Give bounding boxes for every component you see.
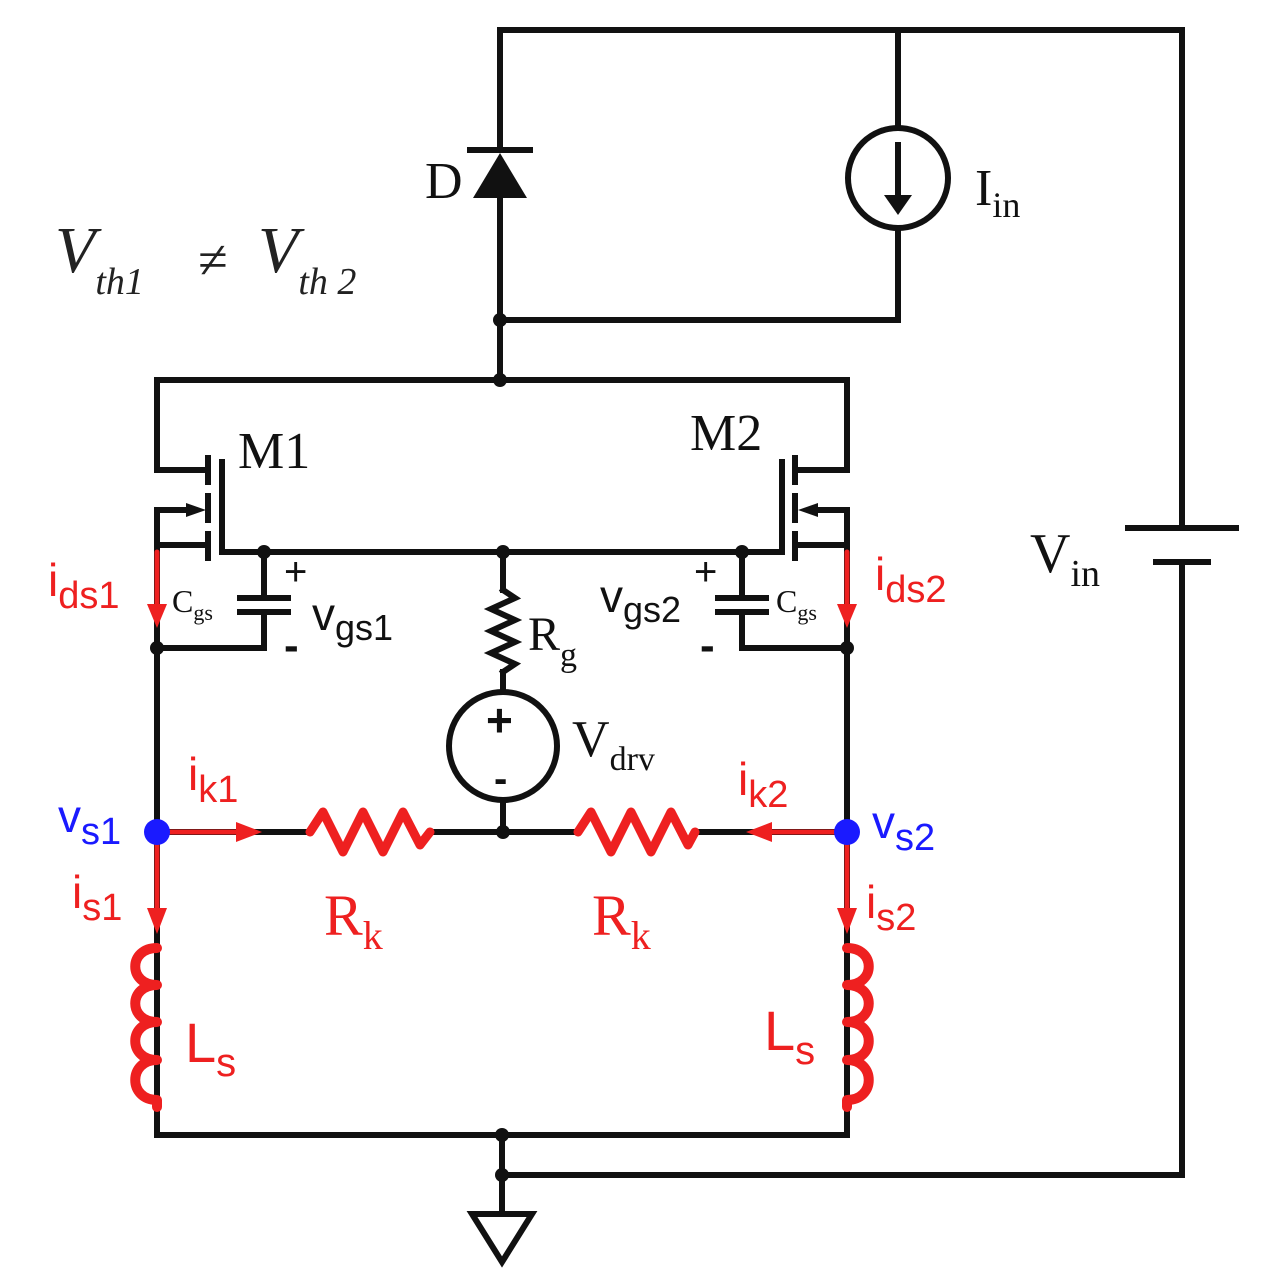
not-equal-sign: ≠	[198, 230, 228, 290]
is1-label: is1	[72, 866, 122, 929]
junction-dot	[150, 641, 164, 655]
vin-label: Vin	[1030, 523, 1100, 595]
vth2-label: Vth 2	[258, 214, 356, 303]
ls2-label: Ls	[764, 999, 815, 1073]
ik1-label: ik1	[188, 748, 238, 811]
junction-dot	[496, 825, 510, 839]
vdrv-label: Vdrv	[572, 711, 655, 778]
rk1-label: Rk	[324, 883, 383, 958]
vs1-node	[144, 819, 170, 845]
mosfet-m2	[779, 455, 850, 561]
junction-dot	[493, 373, 507, 387]
m2-label: M2	[690, 405, 762, 462]
ik1-arrow	[162, 822, 262, 842]
rg-resistor	[483, 585, 523, 677]
diode-symbol	[467, 147, 533, 198]
ids1-label: ids1	[48, 554, 120, 617]
vdrv-minus: -	[494, 757, 507, 801]
ids1-arrow	[147, 549, 167, 628]
m1-label: M1	[238, 423, 310, 480]
cgs2-label: Cgs	[776, 583, 817, 625]
ik2-arrow	[746, 822, 843, 842]
cgs2-capacitor	[715, 595, 769, 615]
cgs1-capacitor	[237, 595, 291, 615]
vdrv-plus: +	[486, 694, 513, 746]
vgs2-plus: +	[694, 550, 717, 594]
rk1-resistor	[305, 807, 435, 857]
ls2-inductor	[842, 943, 874, 1112]
rk2-resistor	[573, 807, 700, 857]
vs1-label: vs1	[58, 790, 121, 853]
junction-dot	[840, 641, 854, 655]
junction-dot	[495, 1128, 509, 1142]
rg-label: Rg	[528, 608, 577, 674]
ik2-label: ik2	[738, 753, 788, 816]
junction-dot	[493, 313, 507, 327]
ids2-label: ids2	[875, 548, 947, 611]
is2-arrow	[837, 837, 857, 934]
vgs1-label: vgs1	[312, 588, 393, 648]
junction-dots	[150, 313, 854, 1182]
iin-label: Iin	[975, 160, 1020, 225]
junction-dot	[257, 545, 271, 559]
current-source-symbol	[845, 125, 951, 231]
vs2-label: vs2	[872, 796, 935, 859]
rk2-label: Rk	[592, 883, 651, 958]
diode-label: D	[425, 153, 463, 210]
vgs2-minus: -	[700, 621, 715, 670]
vth1-label: Vth1	[55, 214, 144, 303]
vdrv-source	[446, 689, 560, 803]
junction-dot	[495, 1168, 509, 1182]
junction-dot	[496, 545, 510, 559]
ls1-inductor	[130, 943, 162, 1112]
ls1-label: Ls	[185, 1011, 236, 1085]
is1-arrow	[147, 837, 167, 934]
ids2-arrow	[837, 549, 857, 628]
vs2-node	[834, 819, 860, 845]
mosfet-m1	[154, 455, 225, 561]
vgs1-plus: +	[284, 550, 307, 594]
vgs2-label: vgs2	[600, 570, 681, 630]
vin-battery	[1125, 525, 1239, 565]
vgs1-minus: -	[284, 621, 299, 670]
junction-dot	[735, 545, 749, 559]
ground-icon	[466, 1211, 538, 1268]
is2-label: is2	[866, 876, 916, 939]
cgs1-label: Cgs	[172, 583, 213, 625]
